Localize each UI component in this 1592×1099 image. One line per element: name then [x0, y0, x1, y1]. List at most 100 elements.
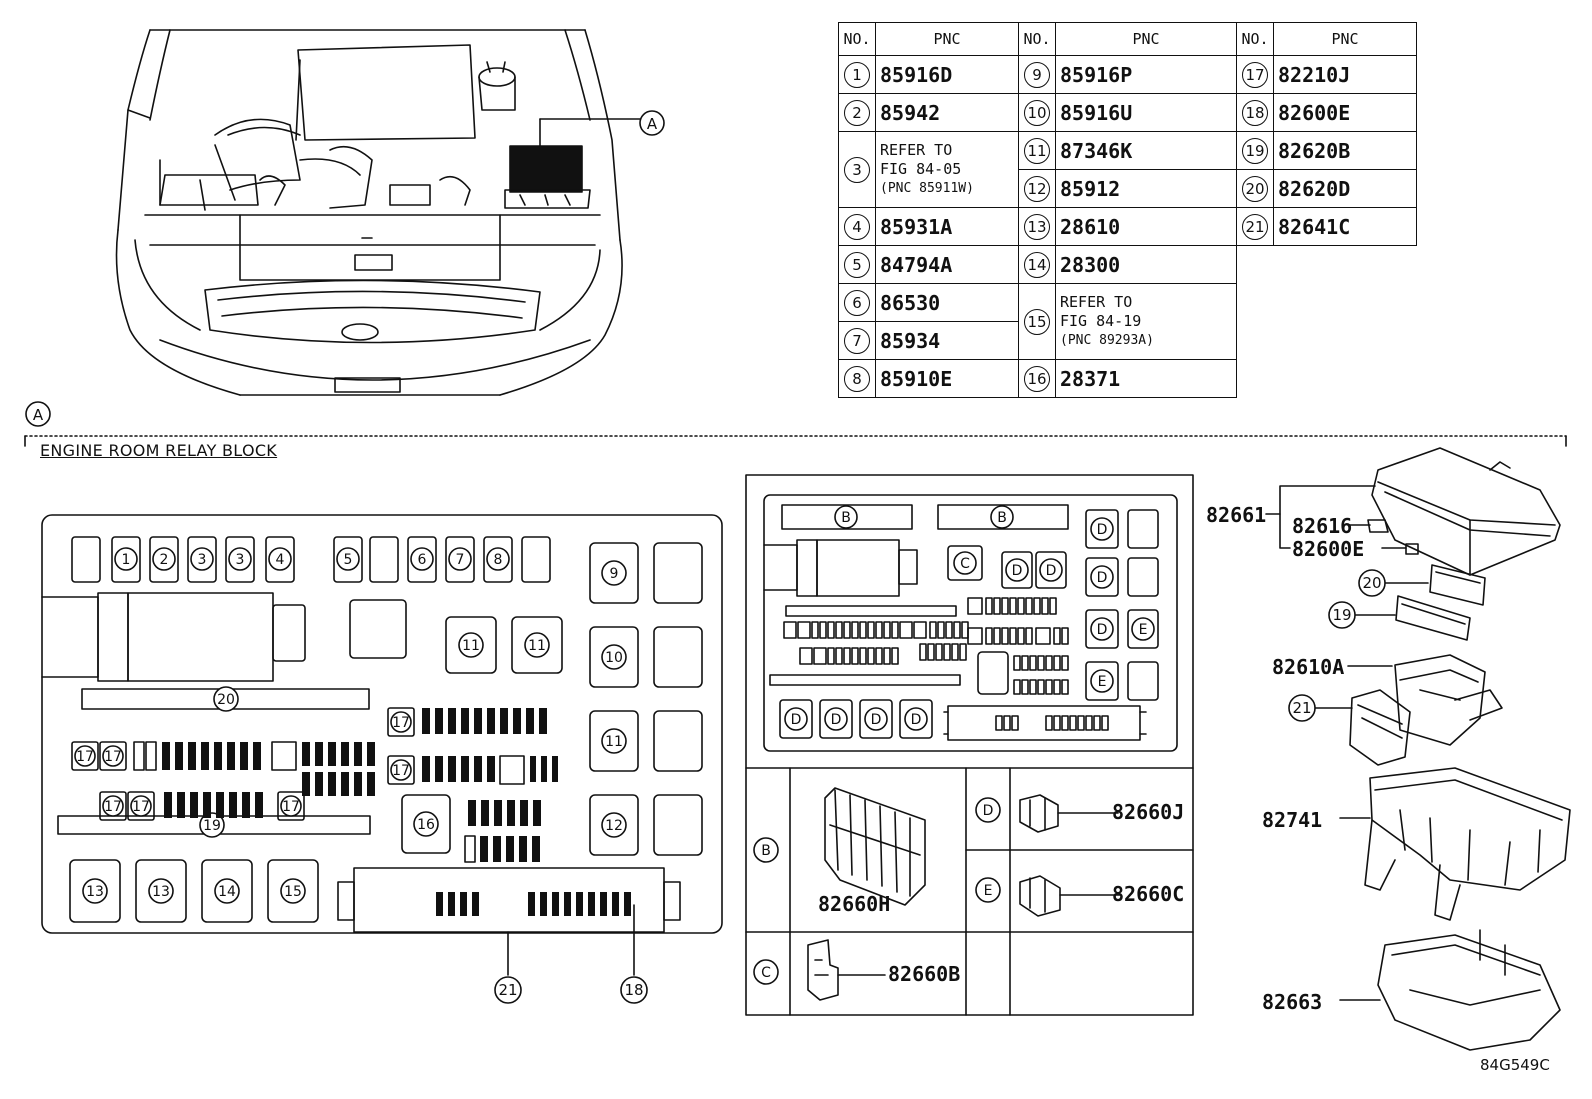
relay-label-circle [82, 878, 108, 904]
mini-fuse [1077, 715, 1085, 731]
fuse-blade [540, 892, 547, 916]
fuse-blade [461, 708, 469, 734]
mini-fuse [1053, 655, 1061, 671]
mini-fuse [1009, 597, 1017, 615]
small-17-label: 17 [104, 749, 122, 765]
relay-slot-blank [653, 542, 703, 604]
mini-fuse [919, 643, 927, 661]
fuse-label-circle [268, 547, 292, 571]
fuse-label-circle [152, 547, 176, 571]
leader-21-label: 21 [498, 981, 517, 999]
relay-label: 13 [152, 884, 170, 900]
relay-label: 11 [605, 734, 623, 750]
slot-d-label-circle [824, 707, 848, 731]
fuse-blade [530, 756, 536, 782]
mini-fuse [1053, 715, 1061, 731]
slot-d-label-circle [784, 707, 808, 731]
pnc-value: 85942 [875, 93, 1019, 132]
mini-fuse [1045, 715, 1053, 731]
pnc-value: 28371 [1055, 359, 1237, 398]
mini-fuse [891, 621, 899, 639]
relay-slot [401, 794, 451, 854]
mini-fuse [1021, 679, 1029, 695]
slot-c [947, 545, 983, 581]
item-number: 15 [1024, 309, 1050, 335]
fuse-blade [162, 742, 170, 770]
small-relay-17 [387, 755, 415, 785]
mini-fuse [835, 621, 843, 639]
slot-d-label: D [831, 712, 842, 728]
part-label-82616: 82616 [1292, 514, 1353, 538]
fuse-blade [588, 892, 595, 916]
fuse-slot [71, 536, 101, 583]
fuse-blade [480, 836, 488, 862]
mini-fuse [943, 643, 951, 661]
part-label-82663: 82663 [1262, 990, 1323, 1014]
relay-label: 9 [610, 566, 619, 582]
mini-fuse [827, 647, 835, 665]
fuse-blade [552, 756, 558, 782]
fuse-blade [564, 892, 571, 916]
mini-fuse [464, 835, 476, 863]
slot-d [899, 699, 933, 739]
part-label-82660h: 82660H [818, 892, 891, 916]
fuse-label-circle [228, 547, 252, 571]
item-number: 5 [844, 252, 870, 278]
item-number: 2 [844, 100, 870, 126]
mini-fuse [851, 647, 859, 665]
small-17-label: 17 [104, 799, 122, 815]
fuse-blade [532, 836, 540, 862]
fuse-label-circle [336, 547, 360, 571]
mini-fuse [891, 647, 899, 665]
item-number: 3 [844, 157, 870, 183]
mini-fuse [851, 621, 859, 639]
relay-slot-blank [653, 710, 703, 772]
mini-fuse [1049, 597, 1057, 615]
fuse-blade [216, 792, 224, 818]
mini-fuse [953, 621, 961, 639]
pnc-value: 85912 [1055, 169, 1237, 208]
mini-fuse [937, 621, 945, 639]
small-17-label-circle [74, 745, 96, 767]
mini-fuse [1041, 597, 1049, 615]
fuse-label: 1 [122, 552, 131, 568]
fuse-blade [474, 756, 482, 782]
fuse-blade [507, 800, 515, 826]
callout-a-top: A [647, 115, 658, 133]
small-relay-17 [99, 791, 127, 821]
relay-slot [511, 616, 563, 674]
mini-fuse [145, 741, 157, 771]
slot-d-label: D [1097, 522, 1108, 538]
mini-fuse [1069, 715, 1077, 731]
fuse-blade [487, 708, 495, 734]
callout-20: 20 [1362, 574, 1381, 592]
slot-d [1035, 551, 1067, 589]
slot-b-label: B [841, 510, 851, 526]
mini-fuse [929, 621, 937, 639]
fuse-blade [328, 772, 336, 796]
relay-label: 13 [86, 884, 104, 900]
fuse-label: 6 [418, 552, 427, 568]
fuse-blade [468, 800, 476, 826]
fuse-blade [354, 772, 362, 796]
col-header-pnc-2: PNC [1055, 22, 1237, 56]
mini-fuse [867, 621, 875, 639]
callout-19-circle [1328, 601, 1356, 629]
ref-line-1: REFER TO [880, 141, 953, 159]
item-number: 17 [1242, 62, 1268, 88]
fuse-label: 4 [276, 552, 285, 568]
mini-fuse [995, 715, 1003, 731]
relay-label-circle [601, 728, 627, 754]
fuse-blade [481, 800, 489, 826]
mini-fuse [859, 647, 867, 665]
part-label-82600e: 82600E [1292, 537, 1365, 561]
small-17-label-circle [390, 759, 412, 781]
slot-d [779, 699, 813, 739]
mini-fuse [993, 627, 1001, 645]
item-number: 7 [844, 328, 870, 354]
fuse-blade [435, 756, 443, 782]
slot-d-label: D [1046, 563, 1057, 579]
fuse-slot [407, 536, 437, 583]
fuse-label-circle [190, 547, 214, 571]
relay-label: 15 [284, 884, 302, 900]
